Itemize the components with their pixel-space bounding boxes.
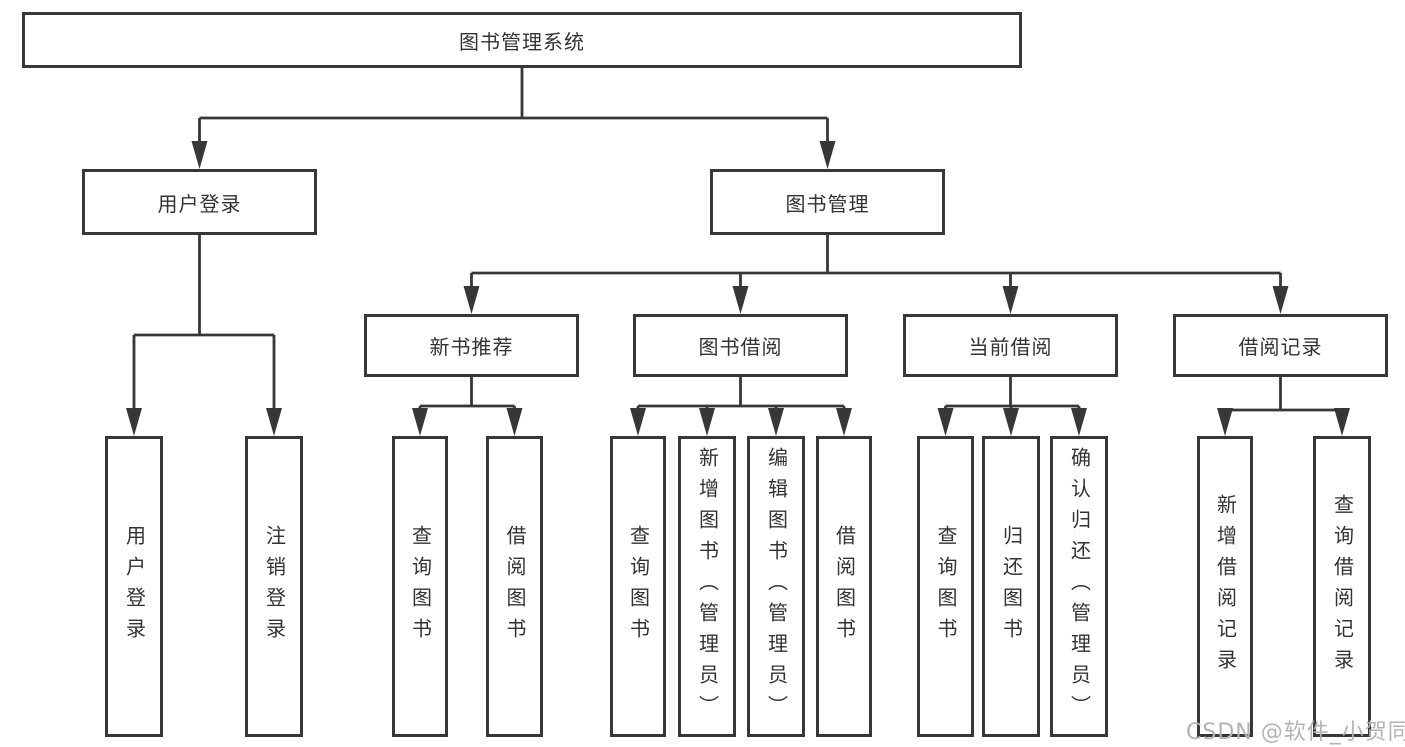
leaf-label: 编辑图书（管理员） bbox=[764, 447, 789, 726]
leaf-logout: 注销登录 bbox=[245, 436, 303, 737]
leaf-label: 查询借阅记录 bbox=[1330, 493, 1355, 680]
leaf-user-login: 用户登录 bbox=[105, 436, 163, 737]
leaf-borrowing-query-books: 查询图书 bbox=[610, 436, 666, 737]
leaf-label: 新增借阅记录 bbox=[1213, 493, 1238, 680]
leaf-recommend-borrow-books: 借阅图书 bbox=[486, 436, 543, 737]
node-user-login: 用户登录 bbox=[82, 169, 317, 235]
leaf-query-borrow-record: 查询借阅记录 bbox=[1313, 436, 1371, 737]
leaf-label: 用户登录 bbox=[122, 524, 147, 649]
leaf-label: 归还图书 bbox=[999, 524, 1024, 649]
leaf-recommend-query-books: 查询图书 bbox=[392, 436, 448, 737]
leaf-label: 查询图书 bbox=[626, 524, 651, 649]
leaf-return-books: 归还图书 bbox=[982, 436, 1040, 737]
leaf-add-book-admin: 新增图书（管理员） bbox=[678, 436, 736, 737]
node-new-book-recommend: 新书推荐 bbox=[364, 314, 579, 377]
csdn-watermark: CSDN @软件_小贺同学 bbox=[1186, 720, 1405, 745]
leaf-current-query-books: 查询图书 bbox=[917, 436, 974, 737]
leaf-label: 注销登录 bbox=[262, 524, 287, 649]
node-borrow-records: 借阅记录 bbox=[1173, 314, 1388, 377]
leaf-label: 新增图书（管理员） bbox=[695, 447, 720, 726]
node-book-management: 图书管理 bbox=[710, 169, 945, 235]
leaf-borrowing-borrow-books: 借阅图书 bbox=[816, 436, 872, 737]
leaf-label: 查询图书 bbox=[934, 524, 958, 649]
node-current-borrowing: 当前借阅 bbox=[903, 314, 1118, 377]
leaf-label: 确认归还（管理员） bbox=[1067, 447, 1092, 726]
leaf-confirm-return-admin: 确认归还（管理员） bbox=[1050, 436, 1108, 737]
leaf-add-borrow-record: 新增借阅记录 bbox=[1197, 436, 1253, 737]
leaf-label: 借阅图书 bbox=[503, 524, 527, 649]
leaf-label: 查询图书 bbox=[408, 524, 433, 649]
leaf-label: 借阅图书 bbox=[832, 524, 857, 649]
node-library-system: 图书管理系统 bbox=[22, 12, 1022, 68]
node-book-borrowing: 图书借阅 bbox=[633, 314, 848, 377]
leaf-edit-book-admin: 编辑图书（管理员） bbox=[747, 436, 805, 737]
